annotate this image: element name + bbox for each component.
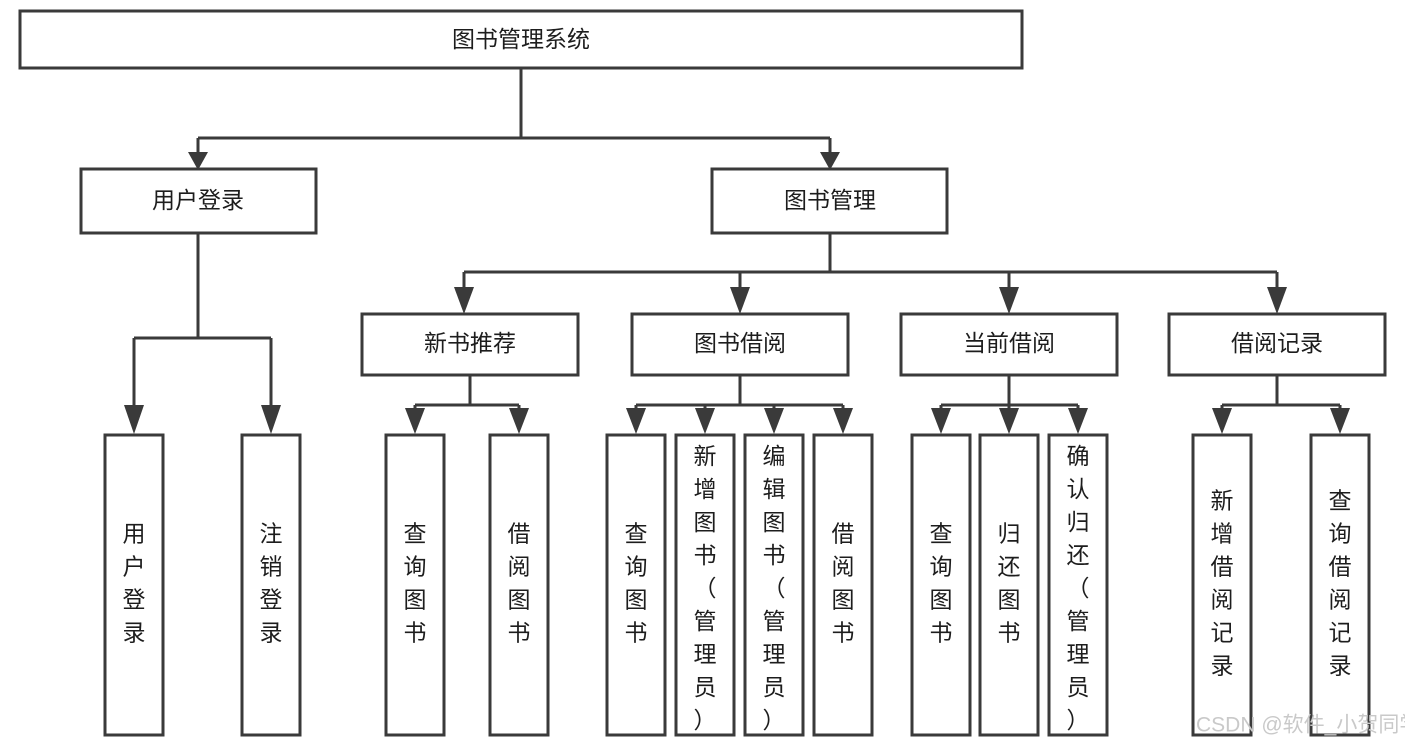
- arrow-head-leaf-user-login: [124, 405, 144, 434]
- connector-userlogin-to-leaves: [132, 233, 273, 410]
- node-new-book-recommend[interactable]: 新书推荐: [360, 312, 580, 377]
- node-current-borrow[interactable]: 当前借阅: [899, 312, 1119, 377]
- node-leaf-user-login-box[interactable]: [103, 433, 165, 737]
- node-leaf-logout-login[interactable]: 注销登录: [240, 433, 302, 737]
- node-book-borrow[interactable]: 图书借阅: [630, 312, 850, 377]
- node-book-management-label: 图书管理: [784, 187, 876, 213]
- node-borrow-record[interactable]: 借阅记录: [1167, 312, 1387, 377]
- node-current-borrow-box[interactable]: [899, 312, 1119, 377]
- node-user-login-box[interactable]: [79, 167, 318, 235]
- connector-currentborrow-to-leaves: [939, 375, 1080, 412]
- node-leaf-query-borrow-record-box[interactable]: [1309, 433, 1371, 737]
- arrow-head-leaf-logout-login: [261, 405, 281, 434]
- node-leaf-edit-book-admin[interactable]: 编辑图书（管理员）: [743, 433, 805, 737]
- node-leaf-user-login[interactable]: 用户登录: [103, 433, 165, 737]
- node-leaf-borrow-book-2-label: 借阅图书: [832, 521, 855, 646]
- node-book-management[interactable]: 图书管理: [710, 167, 949, 235]
- node-leaf-query-book-1[interactable]: 查询图书: [384, 433, 446, 737]
- node-leaf-return-book-label: 归还图书: [998, 521, 1021, 646]
- node-leaf-borrow-book-1-label: 借阅图书: [508, 521, 531, 646]
- arrow-head-leaf-borrow-book-2: [833, 408, 853, 434]
- connector-bookborrow-to-leaves: [634, 375, 845, 412]
- node-leaf-query-book-3-box[interactable]: [910, 433, 972, 737]
- node-leaf-add-borrow-record-label: 新增借阅记录: [1211, 488, 1234, 679]
- node-current-borrow-label: 当前借阅: [963, 330, 1055, 356]
- node-root-label: 图书管理系统: [452, 26, 590, 52]
- arrow-head-current-borrow: [999, 287, 1019, 314]
- node-leaf-confirm-return-admin-label: 确认归还（管理员）: [1067, 443, 1090, 733]
- node-book-borrow-label: 图书借阅: [694, 330, 786, 356]
- node-book-management-box[interactable]: [710, 167, 949, 235]
- connector-layer: [124, 68, 1350, 434]
- arrow-head-leaf-confirm-return-admin: [1068, 408, 1088, 434]
- node-leaf-add-book-admin[interactable]: 新增图书（管理员）: [674, 433, 736, 737]
- arrow-head-leaf-borrow-book-1: [509, 408, 529, 434]
- node-leaf-logout-login-box[interactable]: [240, 433, 302, 737]
- node-leaf-query-book-2[interactable]: 查询图书: [605, 433, 667, 737]
- arrow-head-new-book-recommend: [454, 287, 474, 314]
- arrow-head-leaf-return-book: [999, 408, 1019, 434]
- arrow-head-leaf-add-borrow-record: [1212, 408, 1232, 434]
- csdn-watermark: CSDN @软件_小贺同学: [1196, 714, 1405, 737]
- node-leaf-query-book-3[interactable]: 查询图书: [910, 433, 972, 737]
- node-user-login-label: 用户登录: [152, 187, 244, 213]
- node-leaf-user-login-label: 用户登录: [123, 521, 146, 646]
- node-leaf-confirm-return-admin-box[interactable]: [1047, 433, 1109, 737]
- arrow-head-leaf-query-book-1: [405, 408, 425, 434]
- node-leaf-add-book-admin-label: 新增图书（管理员）: [694, 443, 717, 733]
- node-leaf-borrow-book-2-box[interactable]: [812, 433, 874, 737]
- node-user-login[interactable]: 用户登录: [79, 167, 318, 235]
- node-leaf-query-book-1-label: 查询图书: [404, 521, 427, 646]
- node-leaf-add-borrow-record[interactable]: 新增借阅记录: [1191, 433, 1253, 737]
- node-book-borrow-box[interactable]: [630, 312, 850, 377]
- node-borrow-record-label: 借阅记录: [1231, 330, 1323, 356]
- node-leaf-query-book-2-label: 查询图书: [625, 521, 648, 646]
- connector-newbook-to-leaves: [413, 375, 521, 412]
- node-new-book-recommend-box[interactable]: [360, 312, 580, 377]
- arrow-head-borrow-record: [1267, 287, 1287, 314]
- node-root[interactable]: 图书管理系统: [18, 9, 1024, 70]
- node-leaf-add-borrow-record-box[interactable]: [1191, 433, 1253, 737]
- node-leaf-logout-login-label: 注销登录: [260, 521, 283, 646]
- node-leaf-edit-book-admin-label: 编辑图书（管理员）: [763, 443, 786, 733]
- node-leaf-add-book-admin-box[interactable]: [674, 433, 736, 737]
- node-leaf-borrow-book-2[interactable]: 借阅图书: [812, 433, 874, 737]
- arrow-head-leaf-add-book-admin: [695, 408, 715, 434]
- node-leaf-query-book-2-box[interactable]: [605, 433, 667, 737]
- node-leaf-query-book-3-label: 查询图书: [930, 521, 953, 646]
- arrow-head-book-borrow: [730, 287, 750, 314]
- node-leaf-confirm-return-admin[interactable]: 确认归还（管理员）: [1047, 433, 1109, 737]
- arrow-head-leaf-query-book-2: [626, 408, 646, 434]
- arrow-head-leaf-query-book-3: [931, 408, 951, 434]
- arrow-head-book-management: [820, 152, 840, 170]
- node-leaf-query-book-1-box[interactable]: [384, 433, 446, 737]
- node-leaf-query-borrow-record-label: 查询借阅记录: [1329, 488, 1352, 679]
- connector-borrowrecord-to-leaves: [1220, 375, 1342, 412]
- connector-root-to-level2: [196, 68, 832, 157]
- arrow-head-leaf-edit-book-admin: [764, 408, 784, 434]
- node-leaf-return-book[interactable]: 归还图书: [978, 433, 1040, 737]
- node-leaf-borrow-book-1-box[interactable]: [488, 433, 550, 737]
- node-leaf-borrow-book-1[interactable]: 借阅图书: [488, 433, 550, 737]
- node-root-box[interactable]: [18, 9, 1024, 70]
- arrow-head-user-login: [188, 152, 208, 170]
- connector-bookmgmt-to-level3: [462, 233, 1279, 291]
- node-new-book-recommend-label: 新书推荐: [424, 330, 516, 356]
- arrow-head-leaf-query-borrow-record: [1330, 408, 1350, 434]
- node-leaf-edit-book-admin-box[interactable]: [743, 433, 805, 737]
- node-leaf-query-borrow-record[interactable]: 查询借阅记录: [1309, 433, 1371, 737]
- node-leaf-return-book-box[interactable]: [978, 433, 1040, 737]
- node-borrow-record-box[interactable]: [1167, 312, 1387, 377]
